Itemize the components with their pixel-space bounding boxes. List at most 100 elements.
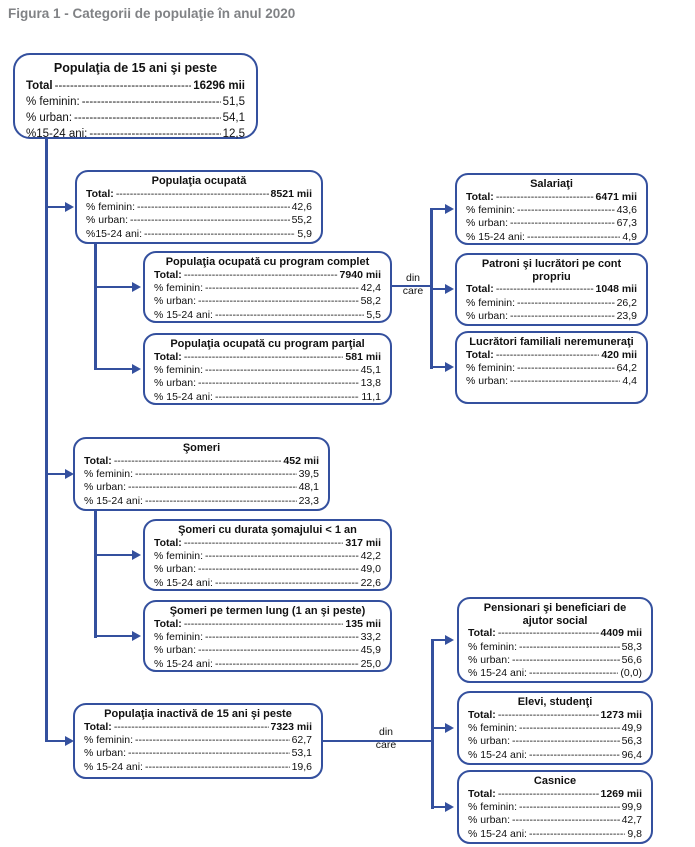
- stat-row: Total:420 mii: [466, 349, 637, 362]
- box-title: Elevi, studenţi: [517, 696, 593, 708]
- dash-filler: [512, 735, 620, 748]
- box-title: Lucrători familiali neremuneraţi: [469, 336, 634, 348]
- stat-label: Total:: [86, 187, 114, 200]
- stat-label: Total:: [466, 348, 494, 361]
- stat-value: 45,1: [360, 364, 381, 376]
- din-care-line1: din: [405, 272, 420, 284]
- stat-value: 23,9: [616, 310, 637, 322]
- dash-filler: [184, 618, 344, 631]
- stat-value: 5,5: [366, 308, 381, 321]
- stat-value: 42,6: [291, 201, 312, 213]
- connector-branch-program-complet: [94, 286, 134, 288]
- dash-filler: [510, 375, 620, 388]
- dash-filler: [215, 577, 359, 590]
- dash-filler: [496, 283, 594, 296]
- din-care-line1: din: [378, 726, 393, 738]
- stat-label: % 15-24 ani:: [468, 827, 527, 840]
- arrowhead-pensionari-icon: [445, 635, 454, 645]
- stat-value: 42,4: [360, 282, 381, 294]
- stat-value: 1273 mii: [600, 708, 642, 721]
- stat-value: 22,6: [360, 576, 381, 589]
- arrowhead-elevi-icon: [445, 723, 454, 733]
- dash-filler: [519, 722, 620, 735]
- stat-label: % 15-24 ani:: [84, 760, 143, 773]
- stat-label: Total:: [468, 627, 496, 640]
- stat-label: Total:: [154, 350, 182, 363]
- dash-filler: [128, 747, 290, 760]
- stat-value: 49,0: [360, 563, 381, 576]
- stat-label: Total:: [154, 617, 182, 630]
- stat-label: % urban:: [468, 814, 511, 827]
- stat-row: % 15-24 ani:11,1: [154, 391, 381, 404]
- box-program-partial: Populaţia ocupată cu program parţial Tot…: [143, 333, 392, 405]
- stat-value: 58,3: [621, 640, 642, 653]
- dash-filler: [496, 191, 594, 204]
- stat-label: % feminin:: [468, 722, 518, 734]
- stat-label: % urban:: [84, 747, 127, 760]
- stat-label: % urban:: [154, 644, 197, 657]
- stat-value: 12,5: [222, 128, 245, 140]
- stat-row: % 15-24 ani:96,4: [468, 749, 642, 762]
- dash-filler: [145, 761, 290, 774]
- dash-filler: [498, 788, 599, 801]
- stat-value: 42,7: [621, 814, 642, 827]
- connector-branch-elevi: [431, 727, 447, 729]
- stat-label: % urban:: [154, 377, 197, 390]
- stat-row: % 15-24 ani:23,3: [84, 495, 319, 508]
- figure-title: Figura 1 - Categorii de populaţie în anu…: [8, 6, 296, 21]
- stat-row: % feminin:39,5: [84, 468, 319, 481]
- stat-value: 4409 mii: [600, 627, 642, 640]
- dash-filler: [529, 828, 625, 841]
- stat-value: 135 mii: [345, 617, 381, 630]
- stat-label: % urban:: [466, 375, 509, 388]
- dash-filler: [496, 349, 600, 362]
- dash-filler: [517, 204, 615, 217]
- dash-filler: [498, 709, 599, 722]
- stat-value: 5,9: [297, 227, 312, 240]
- dash-filler: [529, 667, 618, 680]
- stat-row: % urban:13,8: [154, 377, 381, 390]
- stat-row: Total16296 mii: [26, 78, 245, 94]
- box-title: Populaţia ocupată cu program parţial: [170, 338, 365, 350]
- dash-filler: [198, 295, 359, 308]
- dash-filler: [89, 126, 220, 142]
- stat-value: 62,7: [291, 734, 312, 746]
- stat-label: % 15-24 ani:: [468, 748, 527, 761]
- stat-label: Total:: [468, 708, 496, 721]
- stat-label: % feminin:: [154, 631, 204, 643]
- stat-value: 317 mii: [345, 536, 381, 549]
- box-someri: Şomeri Total:452 mii % feminin:39,5 % ur…: [73, 437, 330, 511]
- stat-label: %15-24 ani:: [86, 227, 143, 240]
- stat-value: 19,6: [291, 760, 312, 773]
- stat-label: % 15-24 ani:: [468, 667, 527, 680]
- dash-filler: [519, 801, 620, 814]
- stat-label: % urban:: [86, 214, 129, 227]
- stat-row: % 15-24 ani: 22,6: [154, 577, 381, 590]
- stat-label: Total:: [154, 536, 182, 549]
- stat-row: %15-24 ani:12,5: [26, 126, 245, 142]
- stat-value: 67,3: [616, 217, 637, 230]
- stat-label: % feminin:: [84, 468, 134, 480]
- stat-label: % feminin:: [84, 734, 134, 746]
- box-title: Populaţia ocupată: [151, 175, 247, 187]
- stat-label: Total:: [84, 454, 112, 467]
- box-patroni: Patroni şi lucrători pe cont propriu Tot…: [455, 253, 648, 326]
- connector-branch-someri: [45, 473, 67, 475]
- box-title: Salariaţi: [530, 178, 573, 190]
- box-casnice: Casnice Total:1269 mii % feminin:99,9 % …: [457, 770, 653, 844]
- stat-value: 581 mii: [345, 350, 381, 363]
- stat-label: Total:: [468, 787, 496, 800]
- box-title: Casnice: [533, 775, 577, 787]
- arrowhead-program-partial-icon: [132, 364, 141, 374]
- box-title: Şomeri: [182, 442, 221, 454]
- box-populatia-ocupata: Populaţia ocupată Total:8521 mii % femin…: [75, 170, 323, 244]
- stat-value: 11,1: [361, 390, 381, 403]
- dash-filler: [198, 644, 359, 657]
- stat-row: % feminin:49,9: [468, 722, 642, 735]
- dash-filler: [198, 377, 359, 390]
- stat-value: 58,2: [360, 295, 381, 308]
- stat-row: % feminin:64,2: [466, 362, 637, 375]
- dash-filler: [114, 455, 282, 468]
- stat-label: % feminin:: [86, 201, 136, 213]
- stat-label: % 15-24 ani:: [154, 576, 213, 589]
